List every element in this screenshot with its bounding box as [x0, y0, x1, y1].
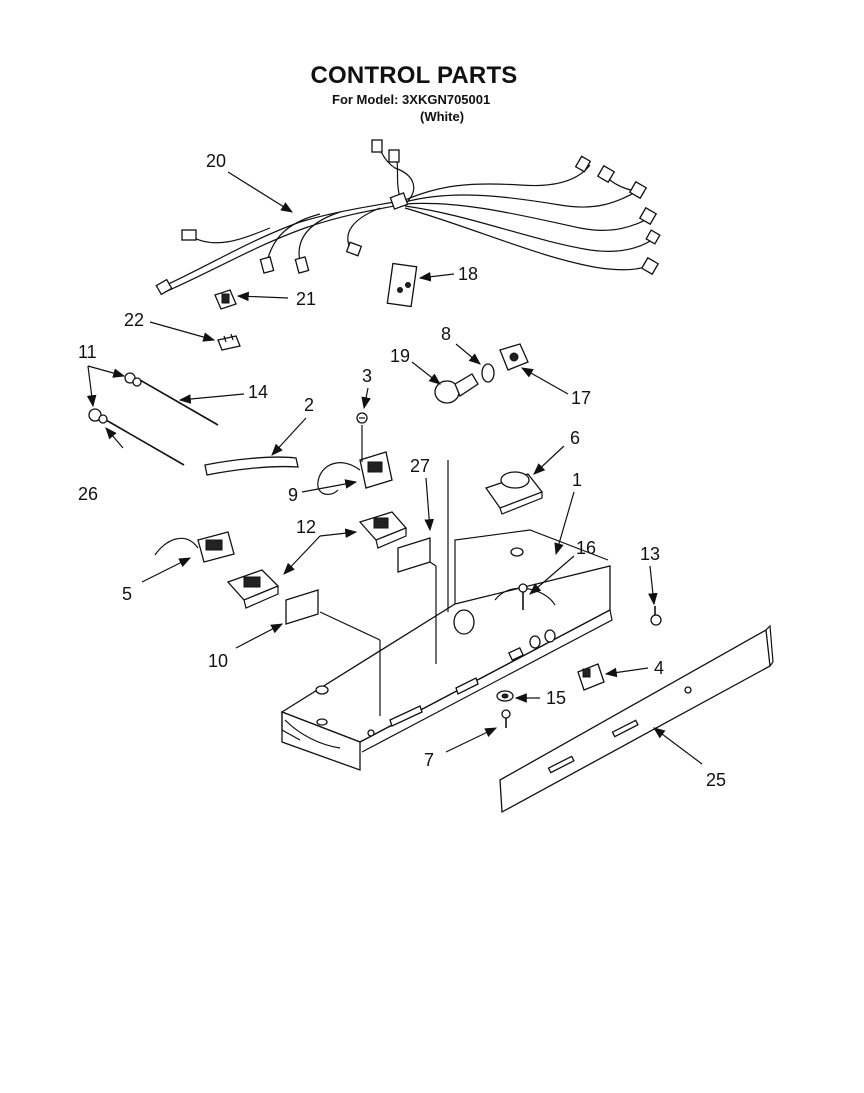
- bracket-part-12-lower: [226, 569, 280, 609]
- callout-13: 13: [640, 544, 660, 564]
- callout-21: 21: [296, 289, 316, 309]
- bracket-part-12-upper: [358, 511, 408, 549]
- lamp-holder-part-17: [499, 343, 529, 371]
- callout-18: 18: [458, 264, 478, 284]
- connector-part-22: [217, 333, 241, 351]
- callout-27: 27: [410, 456, 430, 476]
- callout-3: 3: [362, 366, 372, 386]
- tube-part-2: [204, 456, 299, 476]
- callout-11: 11: [78, 342, 97, 362]
- switch-part-5: [154, 531, 235, 563]
- callout-labels: 20 18 21 22 8 11 19 3 14 17 2 6 27 1 26 …: [78, 151, 726, 790]
- control-part-6: [484, 471, 544, 515]
- trim-strip-part-25: [499, 624, 774, 814]
- callout-22: 22: [124, 310, 144, 330]
- callout-5: 5: [122, 584, 132, 604]
- callout-17: 17: [571, 388, 591, 408]
- callout-25: 25: [706, 770, 726, 790]
- washer-part-15: [496, 690, 514, 702]
- model-variant: (White): [420, 109, 465, 124]
- callout-16: 16: [576, 538, 596, 558]
- screw-part-16: [518, 583, 528, 610]
- callout-14: 14: [248, 382, 268, 402]
- diagram-title: CONTROL PARTS: [310, 62, 518, 89]
- clip-part-21: [214, 289, 237, 310]
- callout-1: 1: [572, 470, 582, 490]
- callout-8: 8: [441, 324, 451, 344]
- callout-2: 2: [304, 395, 314, 415]
- label-part-10: [285, 589, 319, 625]
- plate-part-18: [386, 262, 418, 308]
- callout-12: 12: [296, 517, 316, 537]
- callout-20: 20: [206, 151, 226, 171]
- callout-19: 19: [390, 346, 410, 366]
- callout-9: 9: [288, 485, 298, 505]
- model-number: For Model: 3XKGN705001: [332, 92, 491, 107]
- rod-part-26: [88, 408, 185, 466]
- lamp-bulb-part-19: [434, 373, 479, 404]
- control-housing-part-1: [280, 529, 613, 771]
- callout-4: 4: [654, 658, 664, 678]
- callout-10: 10: [208, 651, 228, 671]
- rod-part-14: [124, 372, 219, 426]
- callout-7: 7: [424, 750, 434, 770]
- screw-part-7: [501, 709, 511, 728]
- callout-6: 6: [570, 428, 580, 448]
- switch-part-9: [317, 425, 393, 496]
- callout-26: 26: [78, 484, 98, 504]
- callout-15: 15: [546, 688, 566, 708]
- screw-part-3: [356, 412, 368, 424]
- wire-harness: [155, 139, 661, 296]
- label-part-27: [397, 537, 431, 573]
- clip-part-4: [577, 663, 605, 691]
- callout-leaders: [86, 171, 703, 765]
- screw-part-13: [650, 606, 662, 626]
- socket-part-8: [481, 363, 495, 383]
